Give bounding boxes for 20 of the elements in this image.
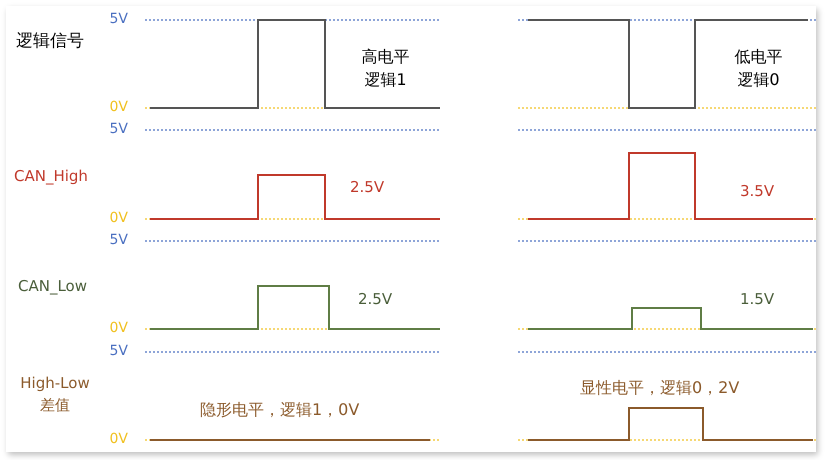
voltage-label: 1.5V (740, 289, 776, 310)
axis-label: 0V (108, 209, 128, 228)
axis-label: 5V (108, 231, 128, 250)
voltage-label: 2.5V (358, 289, 394, 310)
level-note: 显性电平，逻辑0，2V (580, 377, 740, 399)
signal-name: High-Low 差值 (19, 373, 91, 416)
level-note: 低电平逻辑0 (734, 46, 784, 92)
axis-label: 5V (108, 120, 128, 139)
signal-name: CAN_High (14, 166, 89, 187)
axis-label: 5V (108, 342, 128, 361)
signal-name: CAN_Low (18, 276, 88, 297)
signal-name: 逻辑信号 (16, 30, 85, 53)
axis-label: 0V (108, 98, 128, 117)
level-note: 隐形电平，逻辑1，0V (200, 399, 360, 421)
axis-label: 0V (108, 319, 128, 338)
axis-label: 0V (108, 430, 128, 449)
level-note: 高电平逻辑1 (360, 46, 410, 92)
voltage-label: 2.5V (350, 177, 386, 198)
axis-label: 5V (108, 10, 128, 29)
voltage-label: 3.5V (740, 181, 776, 202)
